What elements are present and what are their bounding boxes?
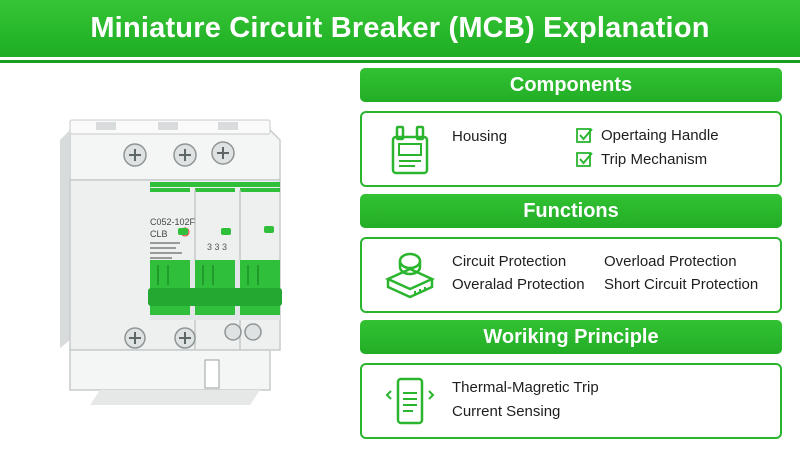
- trip-label: Trip Mechanism: [601, 151, 708, 168]
- checkbox-icon: [576, 128, 593, 143]
- function-overload-protection: Overload Protection: [604, 253, 737, 270]
- operating-handle: [148, 260, 282, 315]
- sensor-document-icon: [385, 377, 435, 425]
- working-principle-header: Woriking Principle: [360, 320, 782, 354]
- function-overalad-protection: Overalad Protection: [452, 276, 585, 293]
- mcb-illustration: C052-102F CLB 3 3 3: [60, 119, 282, 405]
- functions-panel: Functions Circuit Protection Overload Pr…: [360, 194, 782, 313]
- housing-label: Housing: [452, 128, 508, 145]
- top-screws: [123, 141, 235, 167]
- functions-header: Functions: [360, 194, 782, 228]
- components-panel: Components Housing Opertaing Handle Trip…: [360, 68, 782, 187]
- function-short-circuit-protection: Short Circuit Protection: [604, 276, 759, 293]
- working-principle-box: Thermal-Magretic Trip Current Sensing: [360, 363, 782, 439]
- function-circuit-protection: Circuit Protection: [452, 253, 567, 270]
- housing-icon: [391, 125, 429, 175]
- handle-label: Opertaing Handle: [601, 127, 719, 144]
- thermal-magnetic-trip-label: Thermal-Magretic Trip: [452, 379, 599, 396]
- components-header: Components: [360, 68, 782, 102]
- current-sensing-label: Current Sensing: [452, 403, 561, 420]
- functions-box: Circuit Protection Overload Protection O…: [360, 237, 782, 313]
- breaker-model-label: C052-102F: [150, 217, 196, 227]
- working-principle-panel: Woriking Principle Thermal-Magretic Trip…: [360, 320, 782, 439]
- trip-row: Trip Mechanism: [576, 151, 707, 168]
- title-bar: Miniature Circuit Breaker (MCB) Explanat…: [0, 0, 800, 60]
- breaker-sub-label: CLB: [150, 229, 168, 239]
- handle-row: Opertaing Handle: [576, 127, 719, 144]
- pole-marks: 3 3 3: [207, 242, 227, 252]
- page-title: Miniature Circuit Breaker (MCB) Explanat…: [90, 12, 710, 44]
- checkbox-icon: [576, 152, 593, 167]
- bottom-screws: [124, 323, 262, 349]
- protection-device-icon: [384, 252, 436, 299]
- components-box: Housing Opertaing Handle Trip Mechanism: [360, 111, 782, 187]
